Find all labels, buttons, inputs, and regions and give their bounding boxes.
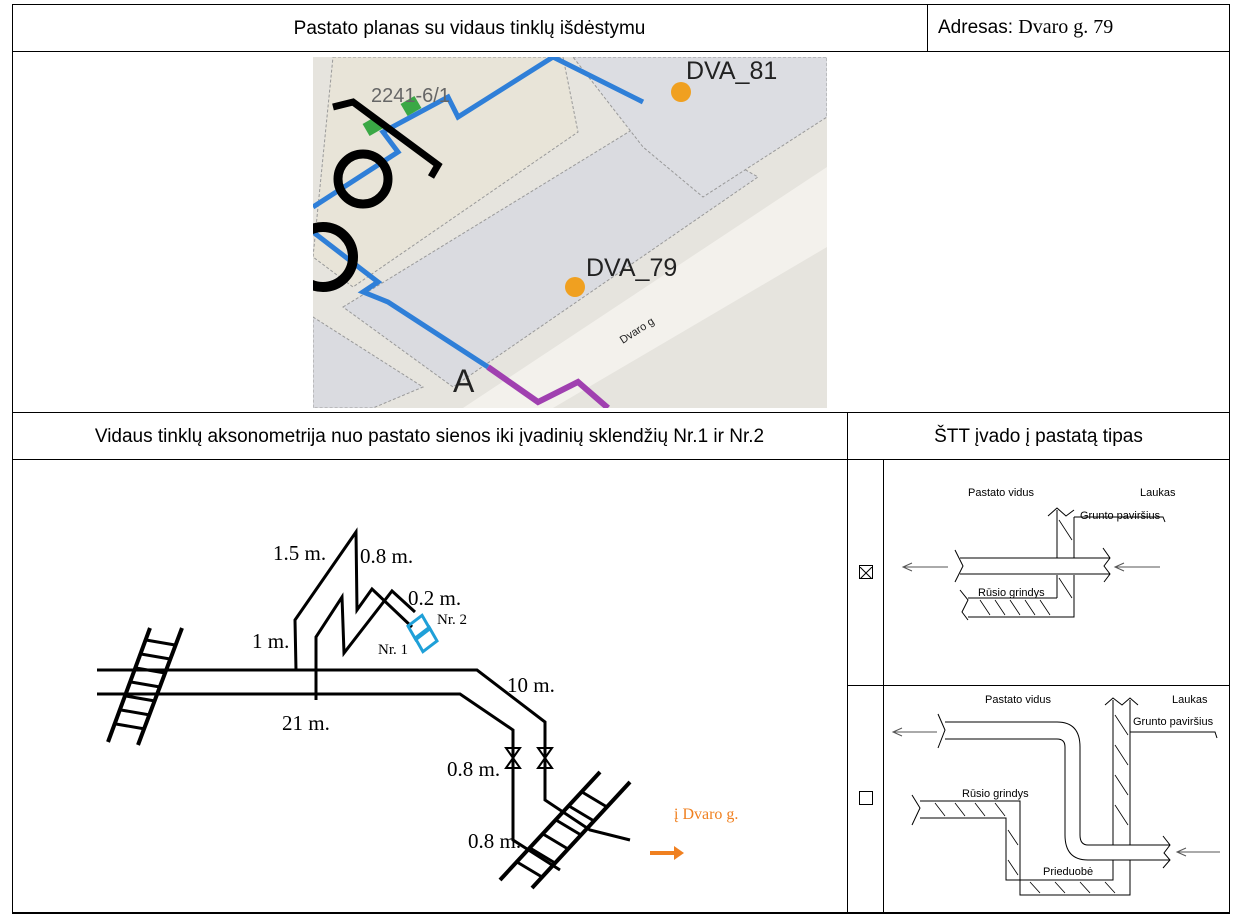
address-label: Adresas: bbox=[938, 17, 1013, 38]
map-drawing bbox=[313, 57, 827, 408]
map-label-dva-81: DVA_81 bbox=[686, 57, 778, 85]
inlet-2-outside-label: Laukas bbox=[1172, 694, 1208, 706]
inlet-type-1-checkbox[interactable] bbox=[859, 565, 873, 580]
label-0-8m-mid: 0.8 m. bbox=[447, 757, 501, 781]
label-10m: 10 m. bbox=[507, 673, 555, 697]
address: Adresas: Dvaro g. 79 bbox=[938, 16, 1113, 39]
marker-dva-79 bbox=[565, 277, 585, 297]
direction-label: į Dvaro g. bbox=[674, 806, 739, 823]
label-valve-1: Nr. 1 bbox=[378, 642, 408, 658]
label-valve-2: Nr. 2 bbox=[437, 612, 467, 628]
inlet-2-pit-label: Prieduobė bbox=[1043, 866, 1094, 878]
inlet-1-floor-label: Rūsio grindys bbox=[978, 587, 1045, 599]
page-title: Pastato planas su vidaus tinklų išdėstym… bbox=[293, 18, 646, 39]
direction-arrow-icon bbox=[650, 846, 684, 860]
inlet-2-floor-label: Rūsio grindys bbox=[962, 788, 1029, 800]
map-label-point-a: A bbox=[453, 363, 475, 399]
site-map: DVA_81 DVA_79 2241-6/1 A Dvaro g bbox=[313, 57, 827, 408]
axonometry-title: Vidaus tinklų aksonometrija nuo pastato … bbox=[94, 426, 765, 447]
inlet-type-title: ŠTT įvado į pastatą tipas bbox=[934, 426, 1143, 447]
inlet-2-ground-label: Grunto paviršius bbox=[1133, 716, 1214, 728]
marker-dva-81 bbox=[671, 82, 691, 102]
label-1-5m: 1.5 m. bbox=[273, 541, 327, 565]
valve-icons bbox=[406, 613, 439, 654]
inlet-1-inside-label: Pastato vidus bbox=[968, 487, 1035, 499]
inlet-1-outside-label: Laukas bbox=[1140, 487, 1176, 499]
map-label-node: 2241-6/1 bbox=[371, 85, 450, 107]
checkbox-cross-icon bbox=[859, 566, 873, 580]
label-0-8m-low: 0.8 m. bbox=[468, 829, 522, 853]
inlet-2-inside-label: Pastato vidus bbox=[985, 694, 1052, 706]
inlet-1-ground-label: Grunto paviršius bbox=[1080, 510, 1161, 522]
label-0-2m: 0.2 m. bbox=[408, 586, 462, 610]
address-value: Dvaro g. 79 bbox=[1018, 16, 1114, 38]
label-21m: 21 m. bbox=[282, 711, 330, 735]
map-label-dva-79: DVA_79 bbox=[586, 254, 678, 282]
inlet-type-2-checkbox[interactable] bbox=[859, 791, 873, 805]
label-1m: 1 m. bbox=[252, 629, 290, 653]
label-0-8m-top: 0.8 m. bbox=[360, 544, 414, 568]
